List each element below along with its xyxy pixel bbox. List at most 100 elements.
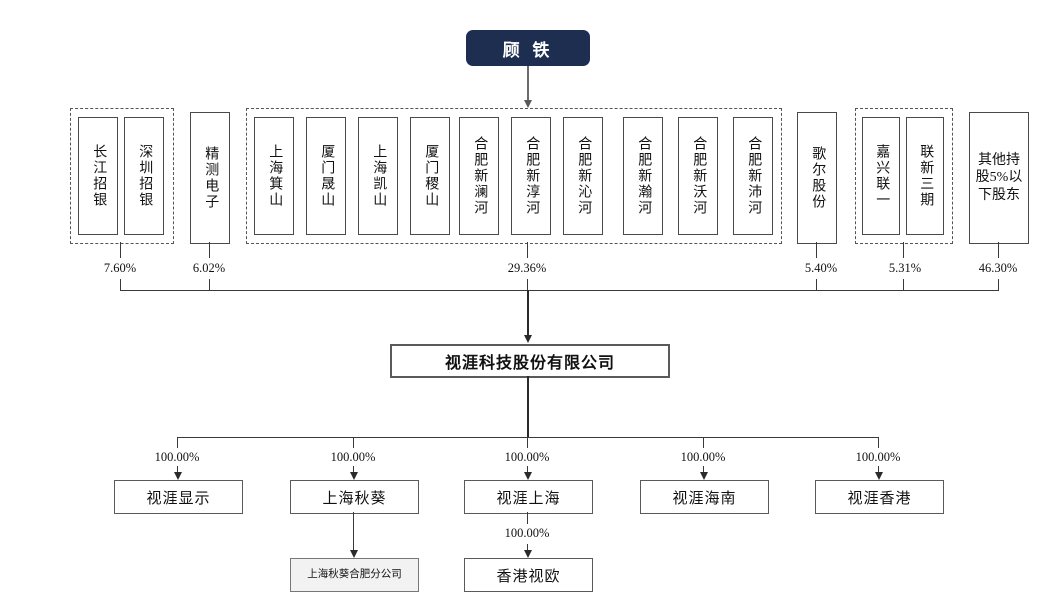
subsidiary-stem-line <box>527 376 529 437</box>
grandchild-connector-upper <box>527 512 528 524</box>
subsidiary-2-arrow <box>349 472 358 480</box>
subsidiary-4-arrow-line <box>703 466 704 476</box>
grandchild-connector-lower <box>527 544 528 554</box>
subsidiary-3-drop <box>527 437 528 448</box>
grandchild-node-hongkong-shiou[interactable]: 香港视欧 <box>464 558 593 592</box>
shareholder-box-hefei-xinhanhe[interactable]: 合肥新瀚河 <box>623 117 663 235</box>
subsidiary-node-shiya-hainan[interactable]: 视涯海南 <box>640 480 769 514</box>
shareholder-label: 其他持股5%以下股东 <box>975 152 1023 203</box>
shareholder-label: 合肥新瀚河 <box>636 136 652 216</box>
issuer-name: 视涯科技股份有限公司 <box>444 355 615 372</box>
ownership-percent-group-6: 46.30% <box>978 261 1018 275</box>
shareholder-box-hefei-xinpeihe[interactable]: 合肥新沛河 <box>733 117 773 235</box>
shareholder-box-other-under-5pct[interactable]: 其他持股5%以下股东 <box>969 112 1029 244</box>
issuer-feed-arrow <box>523 335 532 343</box>
shareholder-label: 合肥新沃河 <box>691 136 707 216</box>
shareholder-box-shanghai-jishan[interactable]: 上海箕山 <box>254 117 294 235</box>
group-3-drop-upper <box>527 242 528 258</box>
shareholder-box-jiaxing-lianyi[interactable]: 嘉兴联一 <box>862 117 900 235</box>
subsidiary-3-arrow <box>523 472 532 480</box>
controller-node[interactable]: 顾 铁 <box>466 30 590 66</box>
issuer-feed-line <box>527 290 529 336</box>
group-5-drop-lower <box>903 279 904 290</box>
shareholder-label: 合肥新沁河 <box>576 136 592 216</box>
shareholder-label: 厦门稷山 <box>423 144 439 208</box>
group-4-drop-lower <box>816 279 817 290</box>
subsidiary-4-arrow <box>699 472 708 480</box>
subsidiary-percent-1: 100.00% <box>154 450 200 464</box>
subsidiary-3-arrow-line <box>527 466 528 476</box>
subsidiary-node-shiya-xianshi[interactable]: 视涯显示 <box>114 480 243 514</box>
grandchild-connector-arrow <box>523 550 532 558</box>
shareholder-label: 长江招银 <box>91 144 107 208</box>
shareholder-label: 上海凯山 <box>371 144 387 208</box>
shareholder-box-xiamen-jishan[interactable]: 厦门稷山 <box>410 117 450 235</box>
shareholder-group-1 <box>70 108 174 244</box>
shareholder-box-shanghai-kaishan[interactable]: 上海凯山 <box>358 117 398 235</box>
controller-connector-line <box>527 66 529 102</box>
shareholder-box-hefei-xinchunhe[interactable]: 合肥新淳河 <box>511 117 551 235</box>
subsidiary-percent-2: 100.00% <box>330 450 376 464</box>
group-4-drop-upper <box>816 242 817 258</box>
shareholder-box-jingce-dianzi[interactable]: 精测电子 <box>190 112 230 244</box>
ownership-percent-group-5: 5.31% <box>888 261 922 275</box>
branch-node-shanghai-qiukui-hefei[interactable]: 上海秋葵合肥分公司 <box>290 558 419 592</box>
group-6-drop-upper <box>998 242 999 258</box>
group-6-drop-lower <box>998 279 999 290</box>
shareholder-label: 联新三期 <box>918 144 934 208</box>
subsidiary-name: 视涯上海 <box>496 490 561 507</box>
shareholder-box-lianxin-sanqi[interactable]: 联新三期 <box>906 117 944 235</box>
group-3-drop-lower <box>527 279 528 290</box>
shareholder-box-xiamen-shengshan[interactable]: 厦门晟山 <box>306 117 346 235</box>
branch-name: 上海秋葵合肥分公司 <box>307 568 402 580</box>
ownership-percent-group-1: 7.60% <box>103 261 137 275</box>
group-2-drop-upper <box>209 242 210 258</box>
subsidiary-percent-5: 100.00% <box>855 450 901 464</box>
branch-connector-arrow <box>349 550 358 558</box>
ownership-percent-group-4: 5.40% <box>804 261 838 275</box>
shareholder-label: 厦门晟山 <box>319 144 335 208</box>
shareholder-box-hefei-xinlanhe[interactable]: 合肥新澜河 <box>459 117 499 235</box>
group-1-drop-upper <box>120 242 121 258</box>
shareholder-box-changjiang-zhaoyin[interactable]: 长江招银 <box>78 117 118 235</box>
subsidiary-name: 视涯海南 <box>672 490 737 507</box>
subsidiary-2-arrow-line <box>353 466 354 476</box>
subsidiary-2-drop <box>353 437 354 448</box>
subsidiary-node-shiya-shanghai[interactable]: 视涯上海 <box>464 480 593 514</box>
subsidiary-5-arrow <box>874 472 883 480</box>
ownership-percent-group-2: 6.02% <box>192 261 226 275</box>
shareholder-label: 合肥新澜河 <box>472 136 488 216</box>
subsidiary-node-shiya-hongkong[interactable]: 视涯香港 <box>815 480 944 514</box>
controller-name: 顾 铁 <box>502 40 554 60</box>
grandchild-percent: 100.00% <box>504 526 550 540</box>
shareholder-box-hefei-xinwohe[interactable]: 合肥新沃河 <box>678 117 718 235</box>
shareholder-label: 深圳招银 <box>137 144 153 208</box>
subsidiary-1-drop <box>177 437 178 448</box>
group-2-drop-lower <box>209 279 210 290</box>
shareholder-label: 合肥新沛河 <box>746 136 762 216</box>
group-5-drop-upper <box>903 242 904 258</box>
shareholder-box-shenzhen-zhaoyin[interactable]: 深圳招银 <box>124 117 164 235</box>
branch-connector-line <box>353 512 354 554</box>
subsidiary-percent-4: 100.00% <box>680 450 726 464</box>
shareholder-group-5 <box>855 108 953 244</box>
shareholder-label: 上海箕山 <box>267 144 283 208</box>
subsidiary-node-shanghai-qiukui[interactable]: 上海秋葵 <box>290 480 419 514</box>
grandchild-name: 香港视欧 <box>496 568 561 585</box>
subsidiary-name: 视涯显示 <box>146 490 211 507</box>
subsidiary-percent-3: 100.00% <box>504 450 550 464</box>
shareholder-label: 歌尔股份 <box>810 146 826 210</box>
controller-connector-arrow <box>523 100 532 108</box>
subsidiary-1-arrow-line <box>177 466 178 476</box>
subsidiary-1-arrow <box>173 472 182 480</box>
shareholder-label: 嘉兴联一 <box>874 144 890 208</box>
ownership-percent-group-3: 29.36% <box>507 261 547 275</box>
shareholder-box-hefei-xinqinhe[interactable]: 合肥新沁河 <box>563 117 603 235</box>
shareholder-group-3 <box>246 108 782 244</box>
shareholder-label: 精测电子 <box>203 146 219 210</box>
subsidiary-name: 上海秋葵 <box>322 490 387 507</box>
shareholder-label: 合肥新淳河 <box>524 136 540 216</box>
issuer-node[interactable]: 视涯科技股份有限公司 <box>390 344 670 378</box>
shareholder-box-goertek[interactable]: 歌尔股份 <box>797 112 837 244</box>
